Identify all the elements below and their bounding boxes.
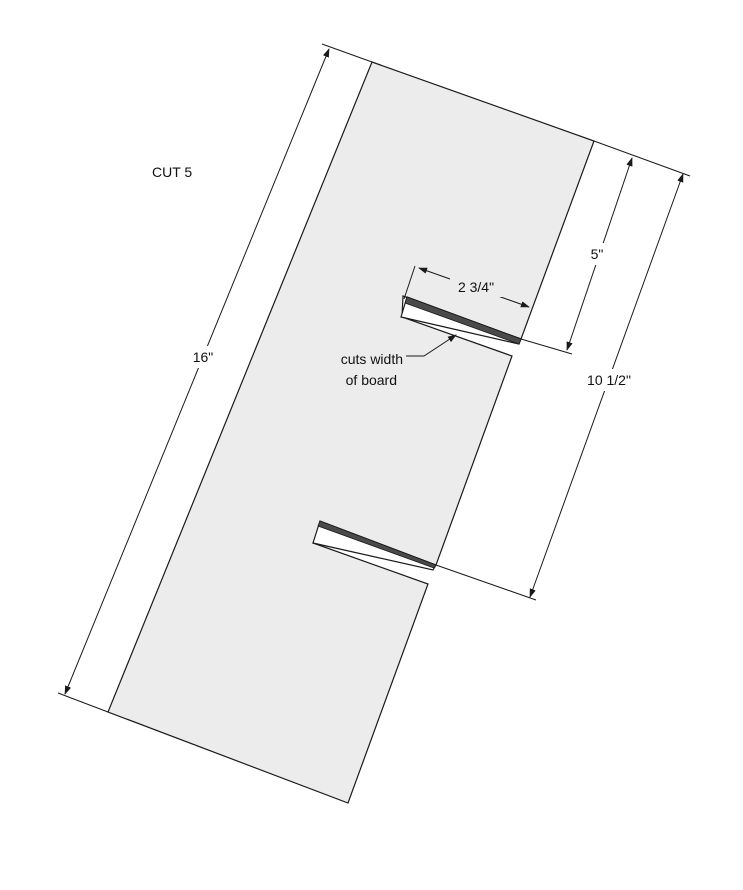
dim-16-ext-bottom (57, 692, 109, 713)
dim-16-line (64, 48, 330, 695)
callout-line-2: of board (346, 372, 397, 388)
diagram-title: CUT 5 (152, 164, 192, 180)
callout-leader (406, 334, 457, 357)
dim-2-75-label-bg (450, 277, 502, 297)
dim-10-5-ext-bottom (435, 564, 537, 601)
dim-16-label: 16" (193, 349, 214, 365)
dim-2-75-ext-left (403, 265, 416, 300)
dim-10-5-ext-top (593, 140, 691, 177)
dim-16-label-bg (186, 346, 220, 368)
dim-10-5-label: 10 1/2" (587, 372, 631, 388)
dim-16-ext-top (321, 43, 373, 63)
upper-slot-edge (404, 296, 522, 345)
dim-2-75-label: 2 3/4" (458, 279, 494, 295)
dim-10-5-label-bg (578, 369, 640, 391)
dim-5-label-bg (584, 243, 610, 265)
dim-5-label: 5" (591, 246, 604, 262)
callout-line-1: cuts width (341, 351, 403, 367)
dim-5-ext-bottom (520, 338, 573, 355)
